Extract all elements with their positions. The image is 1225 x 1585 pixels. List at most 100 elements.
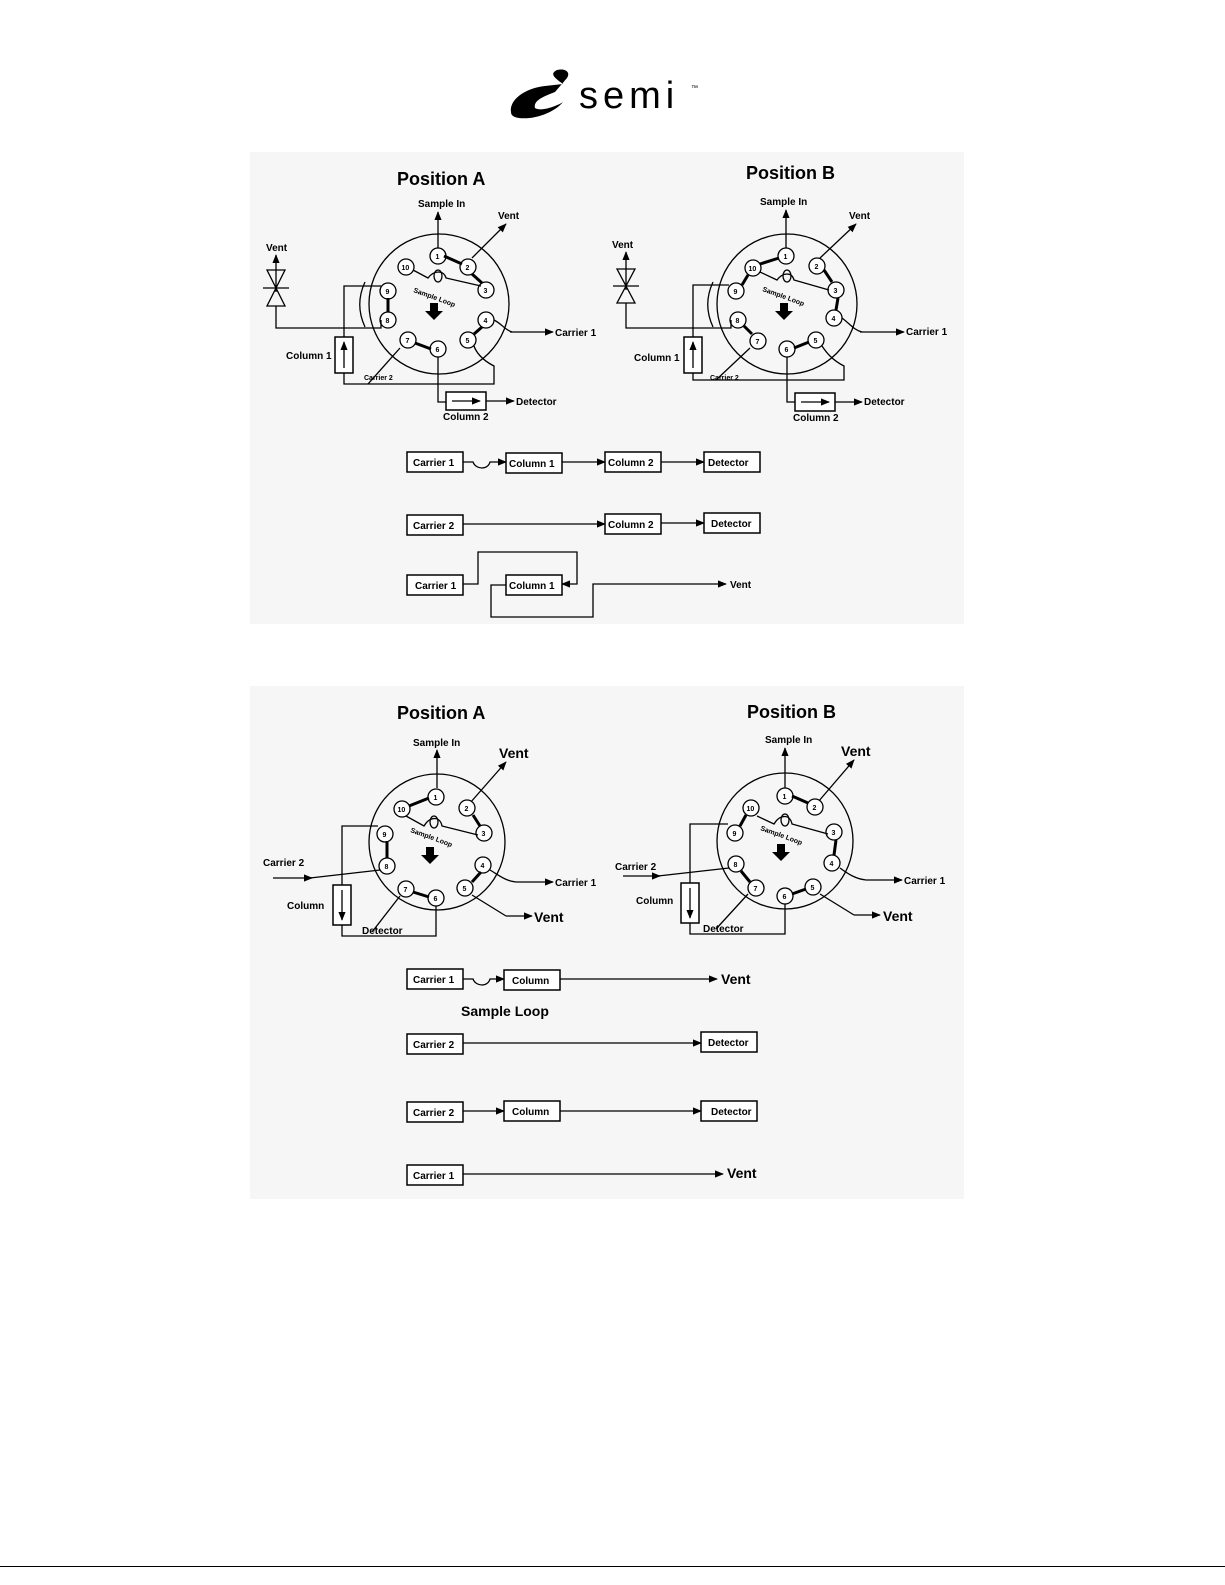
svg-text:9: 9 xyxy=(734,289,738,296)
svg-text:4: 4 xyxy=(830,861,834,868)
sample-loop-caption: Sample Loop xyxy=(461,1003,549,1019)
vent-label: Vent xyxy=(498,211,520,222)
figure-single-column-valve: Position A Sample In Vent 1 2 3 4 5 6 7 … xyxy=(250,686,964,1199)
svg-text:Carrier 1: Carrier 1 xyxy=(413,975,455,986)
svg-text:Column 2: Column 2 xyxy=(608,520,654,531)
svg-text:4: 4 xyxy=(484,318,488,325)
svg-text:Carrier 2: Carrier 2 xyxy=(413,521,455,532)
carrier2-label: Carrier 2 xyxy=(615,862,657,873)
trademark: ™ xyxy=(691,85,698,92)
page-bottom-rule xyxy=(0,1566,1225,1567)
svg-text:1: 1 xyxy=(434,795,438,802)
carrier1-label: Carrier 1 xyxy=(555,878,597,889)
vent-label: Vent xyxy=(883,908,913,924)
svg-text:6: 6 xyxy=(434,896,438,903)
valve-ports-b: 1 2 3 4 5 6 7 8 9 10 xyxy=(727,247,845,358)
flow-path-1: Carrier 1 Column Vent Sample Loop xyxy=(406,968,751,1019)
svg-text:5: 5 xyxy=(466,338,470,345)
svg-text:Carrier 1: Carrier 1 xyxy=(415,581,457,592)
carrier2-label: Carrier 2 xyxy=(710,375,739,382)
svg-text:2: 2 xyxy=(466,265,470,272)
svg-text:Detector: Detector xyxy=(708,1038,749,1049)
svg-text:8: 8 xyxy=(385,864,389,871)
vent-label: Vent xyxy=(499,745,529,761)
vent-label: Vent xyxy=(612,240,634,251)
svg-text:Column 1: Column 1 xyxy=(509,581,555,592)
position-a-title: Position A xyxy=(397,703,485,723)
semi-swoosh-icon xyxy=(510,69,569,119)
svg-text:Carrier 2: Carrier 2 xyxy=(413,1040,455,1051)
vent-label: Vent xyxy=(849,211,871,222)
svg-text:6: 6 xyxy=(783,894,787,901)
svg-text:7: 7 xyxy=(406,338,410,345)
svg-text:Vent: Vent xyxy=(727,1165,757,1181)
svg-text:5: 5 xyxy=(814,338,818,345)
svg-text:10: 10 xyxy=(747,806,755,813)
carrier2-label: Carrier 2 xyxy=(364,375,393,382)
figure-two-column-valve: Position A Sample In Vent Vent 1 2 3 4 5… xyxy=(250,152,964,624)
vent-label: Vent xyxy=(534,909,564,925)
flow-path-1: Carrier 1 Column 1 Column 2 Detector xyxy=(406,451,761,474)
svg-text:10: 10 xyxy=(749,266,757,273)
column-label: Column xyxy=(287,901,324,912)
svg-text:Detector: Detector xyxy=(708,458,749,469)
svg-text:Carrier 2: Carrier 2 xyxy=(413,1108,455,1119)
svg-text:Detector: Detector xyxy=(711,1107,752,1118)
svg-text:Detector: Detector xyxy=(711,519,752,530)
svg-text:8: 8 xyxy=(734,862,738,869)
sample-in-label: Sample In xyxy=(765,735,812,746)
svg-text:1: 1 xyxy=(783,794,787,801)
vent-label: Vent xyxy=(266,243,288,254)
svg-text:2: 2 xyxy=(813,805,817,812)
column1-label: Column 1 xyxy=(286,351,332,362)
position-b-title: Position B xyxy=(746,163,835,183)
semi-wordmark: semi xyxy=(579,75,679,117)
detector-label: Detector xyxy=(703,924,744,935)
valve-ports-a: 1 2 3 4 5 6 7 8 9 10 xyxy=(376,788,493,907)
sample-in-label: Sample In xyxy=(413,738,460,749)
detector-label: Detector xyxy=(516,397,557,408)
svg-text:6: 6 xyxy=(785,347,789,354)
svg-text:2: 2 xyxy=(815,264,819,271)
flow-path-3: Carrier 2 Column Detector xyxy=(406,1100,758,1123)
svg-text:8: 8 xyxy=(386,318,390,325)
svg-text:Carrier 1: Carrier 1 xyxy=(413,458,455,469)
detector-label: Detector xyxy=(864,397,905,408)
carrier2-label: Carrier 2 xyxy=(263,858,305,869)
svg-text:3: 3 xyxy=(484,288,488,295)
svg-text:1: 1 xyxy=(436,254,440,261)
carrier1-label: Carrier 1 xyxy=(906,327,948,338)
vent-label: Vent xyxy=(841,743,871,759)
flow-path-2: Carrier 2 Column 2 Detector xyxy=(406,512,761,536)
sample-in-label: Sample In xyxy=(760,197,807,208)
needle-valve-icon xyxy=(263,254,289,307)
detector-label: Detector xyxy=(362,926,403,937)
svg-text:Vent: Vent xyxy=(730,580,752,591)
svg-text:6: 6 xyxy=(436,347,440,354)
svg-text:7: 7 xyxy=(754,886,758,893)
svg-text:Column: Column xyxy=(512,976,549,987)
position-a-title: Position A xyxy=(397,169,485,189)
position-b-title: Position B xyxy=(747,702,836,722)
svg-text:3: 3 xyxy=(482,831,486,838)
svg-text:4: 4 xyxy=(832,316,836,323)
svg-text:Column 1: Column 1 xyxy=(509,459,555,470)
svg-text:10: 10 xyxy=(402,265,410,272)
flow-path-4: Carrier 1 Vent xyxy=(406,1164,757,1186)
svg-text:1: 1 xyxy=(784,254,788,261)
column-label: Column xyxy=(636,896,673,907)
svg-text:2: 2 xyxy=(465,806,469,813)
svg-text:9: 9 xyxy=(386,289,390,296)
column2-label: Column 2 xyxy=(443,412,489,423)
svg-text:5: 5 xyxy=(811,885,815,892)
svg-text:9: 9 xyxy=(383,832,387,839)
svg-text:7: 7 xyxy=(756,339,760,346)
sample-loop-label: Sample Loop xyxy=(409,827,453,849)
carrier1-label: Carrier 1 xyxy=(904,876,946,887)
svg-text:7: 7 xyxy=(404,887,408,894)
semi-logo: semi ™ xyxy=(510,69,698,119)
sample-loop-label: Sample Loop xyxy=(759,825,803,847)
flow-path-2: Carrier 2 Detector xyxy=(406,1031,758,1055)
column1-label: Column 1 xyxy=(634,353,680,364)
svg-text:Vent: Vent xyxy=(721,971,751,987)
